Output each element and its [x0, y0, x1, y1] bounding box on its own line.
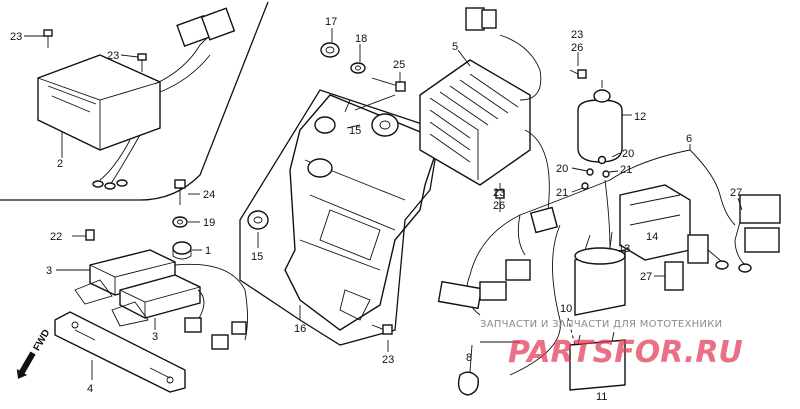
bolt-25	[371, 77, 406, 92]
harness-connector-upper	[529, 206, 559, 234]
bolt-23-bottom	[371, 324, 393, 335]
callout-19: 19	[203, 217, 215, 229]
callout-17: 17	[325, 16, 337, 28]
callout-18: 18	[355, 33, 367, 45]
callout-23-top-left: 23	[10, 31, 22, 43]
callout-27-lower: 27	[640, 271, 652, 283]
callout-10: 10	[560, 303, 572, 315]
callout-25: 25	[393, 59, 405, 71]
part-8-terminal-cap	[457, 344, 479, 396]
callout-24: 24	[203, 189, 215, 201]
part-6-wire-harness	[466, 149, 736, 376]
bolt-24	[174, 179, 186, 205]
part-10-starter-relay	[574, 231, 626, 316]
inset-divider	[0, 1, 269, 201]
callout-20-upper: 20	[622, 148, 634, 160]
callout-16: 16	[294, 323, 306, 335]
bolt-23-top-left	[43, 29, 53, 48]
callout-8: 8	[466, 352, 472, 364]
callout-21-right: 21	[620, 164, 632, 176]
fwd-label: FWD	[32, 328, 53, 353]
callout-23-bottom: 23	[382, 354, 394, 366]
part-15-washer-left	[247, 210, 269, 230]
watermark-logo: PARTSFOR.RU	[508, 335, 743, 370]
callout-3-left: 3	[46, 265, 52, 277]
harness-connector-left	[437, 259, 531, 310]
callout-2: 2	[57, 158, 63, 170]
callout-15-upper: 15	[349, 125, 361, 137]
part-18-washer	[350, 62, 366, 74]
callout-15-lower: 15	[251, 251, 263, 263]
parts-20-21-screws	[581, 155, 610, 190]
callout-3-lower: 3	[152, 331, 158, 343]
fwd-direction-marker: FWD	[16, 328, 53, 379]
watermark-line-1: ЗАПЧАСТИ И ЗАПЧАСТИ ДЛЯ МОТОТЕХНИКИ	[480, 319, 722, 330]
callout-20-lower: 20	[556, 163, 568, 175]
callout-23-mid: 23	[493, 187, 505, 199]
callout-1: 1	[205, 245, 211, 257]
callout-26-top-right: 26	[571, 42, 583, 54]
part-16-bracket	[284, 94, 441, 331]
callout-labels: 17 18 25 5 23 26 12 6 20 20 21 21 23 26 …	[10, 16, 742, 403]
callout-26-mid: 26	[493, 200, 505, 212]
part-11-relay	[569, 331, 626, 391]
pulse-generator-wires	[174, 263, 248, 350]
part-5-regulator	[419, 7, 550, 211]
part-2-cdi-unit	[37, 7, 236, 190]
part-13-14-relay-bracket	[619, 184, 691, 261]
callout-22: 22	[50, 231, 62, 243]
callout-27-upper: 27	[730, 187, 742, 199]
callout-13: 13	[618, 243, 630, 255]
bolt-22	[72, 229, 95, 241]
part-27-fuse-holders	[664, 194, 781, 291]
bolt-23-mid-left	[137, 53, 147, 72]
fwd-arrow-icon	[16, 351, 36, 379]
callout-4: 4	[87, 383, 93, 395]
leader-lines	[24, 28, 743, 380]
callout-5: 5	[452, 41, 458, 53]
washer-19	[172, 216, 188, 228]
callout-11: 11	[596, 391, 607, 403]
collar-1	[172, 241, 192, 260]
part-3-pulse-generator-b	[111, 274, 201, 327]
part-17-grommet	[320, 42, 340, 58]
callout-12: 12	[634, 111, 646, 123]
bolt-23-26-right	[569, 69, 587, 79]
callout-6: 6	[686, 133, 692, 145]
callout-14: 14	[646, 231, 658, 243]
part-12-cover	[577, 80, 623, 163]
callout-23-left: 23	[107, 50, 119, 62]
callout-23-top-right: 23	[571, 29, 583, 41]
callout-21-left: 21	[556, 187, 568, 199]
part-4-mounting-plate	[54, 311, 186, 393]
part-16-boundary	[239, 89, 441, 346]
